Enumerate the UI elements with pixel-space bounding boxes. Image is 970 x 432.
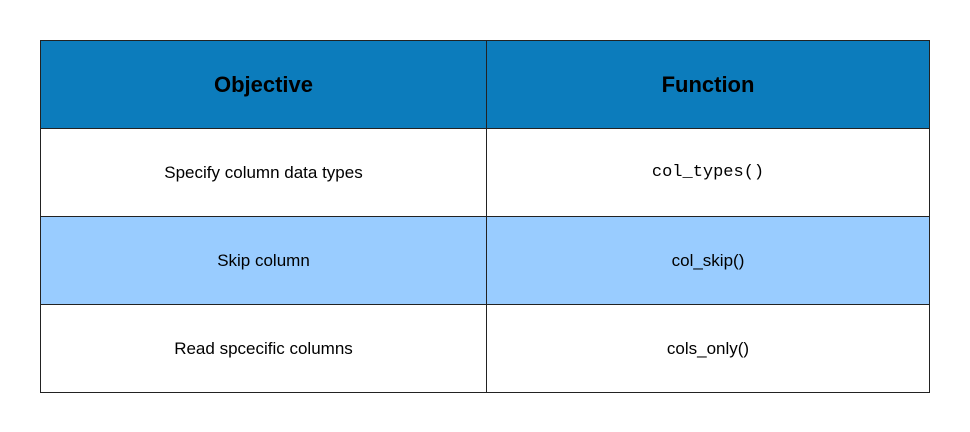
- objective-cell: Skip column: [217, 250, 310, 270]
- header-objective: Objective: [213, 71, 314, 97]
- header-function: Function: [486, 41, 929, 128]
- table-row: Read spcecific columns cols_only(): [41, 304, 929, 392]
- table-row: Specify column data types col_types(): [41, 128, 929, 216]
- objective-cell: Specify column data types: [164, 162, 363, 182]
- function-cell: cols_only(): [486, 305, 929, 392]
- objective-cell: Read spcecific columns: [174, 338, 353, 358]
- function-cell: col_skip(): [486, 217, 929, 304]
- table-row: Skip column col_skip(): [41, 216, 929, 304]
- table-header-row: Objective Function: [41, 41, 929, 128]
- function-cell: col_types(): [486, 129, 929, 216]
- function-table: Objective Function Specify column data t…: [40, 40, 930, 393]
